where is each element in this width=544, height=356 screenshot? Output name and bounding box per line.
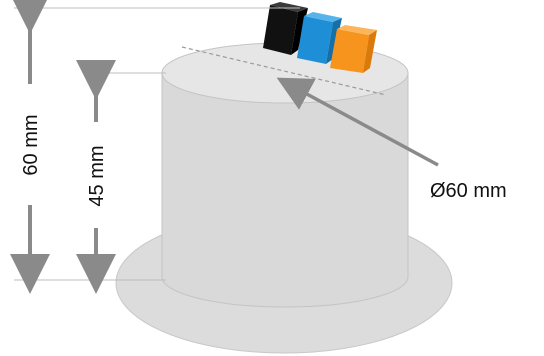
orange-block: [330, 25, 377, 73]
cylinder-height-label: 45 mm: [86, 145, 108, 206]
diameter-label: Ø60 mm: [430, 180, 507, 202]
total-height-label: 60 mm: [20, 114, 42, 175]
cylinder-body: [161, 72, 409, 308]
diameter-leader-arrow: [276, 77, 439, 167]
